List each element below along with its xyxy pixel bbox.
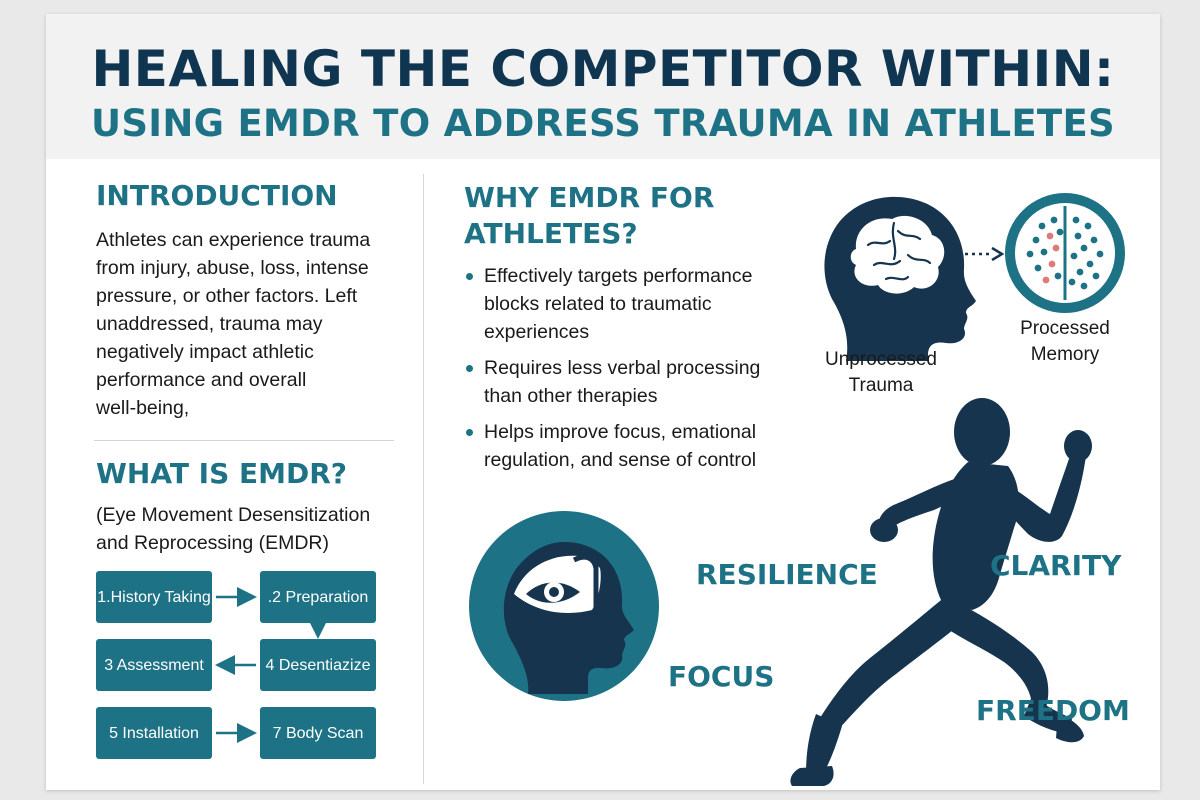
what-is-emdr-heading: WHAT IS EMDR? [96,457,348,490]
introduction-line: well-being, [96,397,190,419]
introduction-heading: INTRODUCTION [96,179,338,212]
memory-dot [1090,236,1098,244]
bullet-text: Requires less verbal processing than oth… [484,357,761,407]
eye-head-icon [469,511,659,701]
introduction-line: pressure, or other factors. Left [96,285,358,307]
memory-dot [1046,232,1054,240]
memory-dot [1038,222,1046,230]
introduction-text: Athletes can experience trauma from inju… [96,226,406,422]
memory-dot [1050,216,1058,224]
subtitle: USING EMDR TO ADDRESS TRAUMA IN ATHLETES [91,102,1115,145]
memory-dot [1042,276,1050,284]
why-emdr-heading-line: WHY EMDR FOR [464,181,715,214]
list-item: Requires less verbal processing than oth… [464,354,794,410]
memory-dot [1092,272,1100,280]
section-divider [94,440,394,441]
emdr-definition-line: and Reprocessing (EMDR) [96,532,330,554]
keyword-focus: FOCUS [668,660,775,693]
memory-dot [1070,252,1078,260]
column-divider [423,174,424,784]
why-emdr-heading: WHY EMDR FOR ATHLETES? [464,180,714,252]
transition-arrow-icon [958,246,1005,262]
bullet-dot [466,273,473,280]
flow-arrows [215,587,328,743]
runner-silhouette-icon [790,398,1092,786]
caption-line: Processed [1020,318,1110,339]
introduction-line: performance and overall [96,369,307,391]
keyword-resilience: RESILIENCE [696,558,878,591]
emdr-definition: (Eye Movement Desensitization and Reproc… [96,501,416,557]
why-emdr-heading-line: ATHLETES? [464,217,638,250]
emdr-definition-line: (Eye Movement Desensitization [96,504,371,526]
bullet-dot [466,365,473,372]
introduction-line: from injury, abuse, loss, intense [96,257,369,279]
introduction-line: negatively impact athletic [96,341,314,363]
introduction-line: unaddressed, trauma may [96,313,323,335]
memory-dot [1080,244,1088,252]
memory-dot [1074,232,1082,240]
memory-dot [1054,272,1062,280]
bullet-text: Effectively targets performance blocks r… [484,265,753,343]
memory-dot [1048,260,1056,268]
memory-dot [1052,244,1060,252]
bullet-text: Helps improve focus, emational regulatio… [484,421,757,471]
caption-line: Unprocessed [825,349,937,370]
why-emdr-list: Effectively targets performance blocks r… [464,262,794,482]
memory-dot [1068,278,1076,286]
memory-dot [1034,264,1042,272]
memory-dot [1084,222,1092,230]
step-assessment: 3 Assessment [96,639,212,691]
processed-caption: Processed Memory [990,316,1140,368]
step-history-taking: 1.History Taking [96,571,212,623]
step-installation: 5 Installation [96,707,212,759]
header-band: HEALING THE COMPETITOR WITHIN: USING EMD… [46,14,1160,159]
caption-line: Trauma [848,375,914,396]
memory-dot [1056,228,1064,236]
list-item: Helps improve focus, emational regulatio… [464,418,794,474]
memory-dot [1032,236,1040,244]
memory-dot [1072,216,1080,224]
memory-dot [1026,250,1034,258]
step-desensitize: 4 Desentiazize [260,639,376,691]
list-item: Effectively targets performance blocks r… [464,262,794,346]
memory-dot [1096,250,1104,258]
memory-dot [1086,260,1094,268]
keyword-clarity: CLARITY [990,549,1122,582]
brain-head-icon [824,196,976,361]
unprocessed-caption: Unprocessed Trauma [806,347,956,399]
step-preparation: .2 Preparation [260,571,376,623]
main-title: HEALING THE COMPETITOR WITHIN: [91,40,1115,98]
memory-dot [1076,268,1084,276]
introduction-line: Athletes can experience trauma [96,229,371,251]
caption-line: Memory [1030,344,1100,365]
step-body-scan: 7 Body Scan [260,707,376,759]
bullet-dot [466,429,473,436]
processed-brain-icon [1005,193,1125,313]
memory-dot [1080,282,1088,290]
keyword-freedom: FREEDOM [976,694,1130,727]
infographic-card: HEALING THE COMPETITOR WITHIN: USING EMD… [46,14,1160,790]
memory-dot [1040,248,1048,256]
